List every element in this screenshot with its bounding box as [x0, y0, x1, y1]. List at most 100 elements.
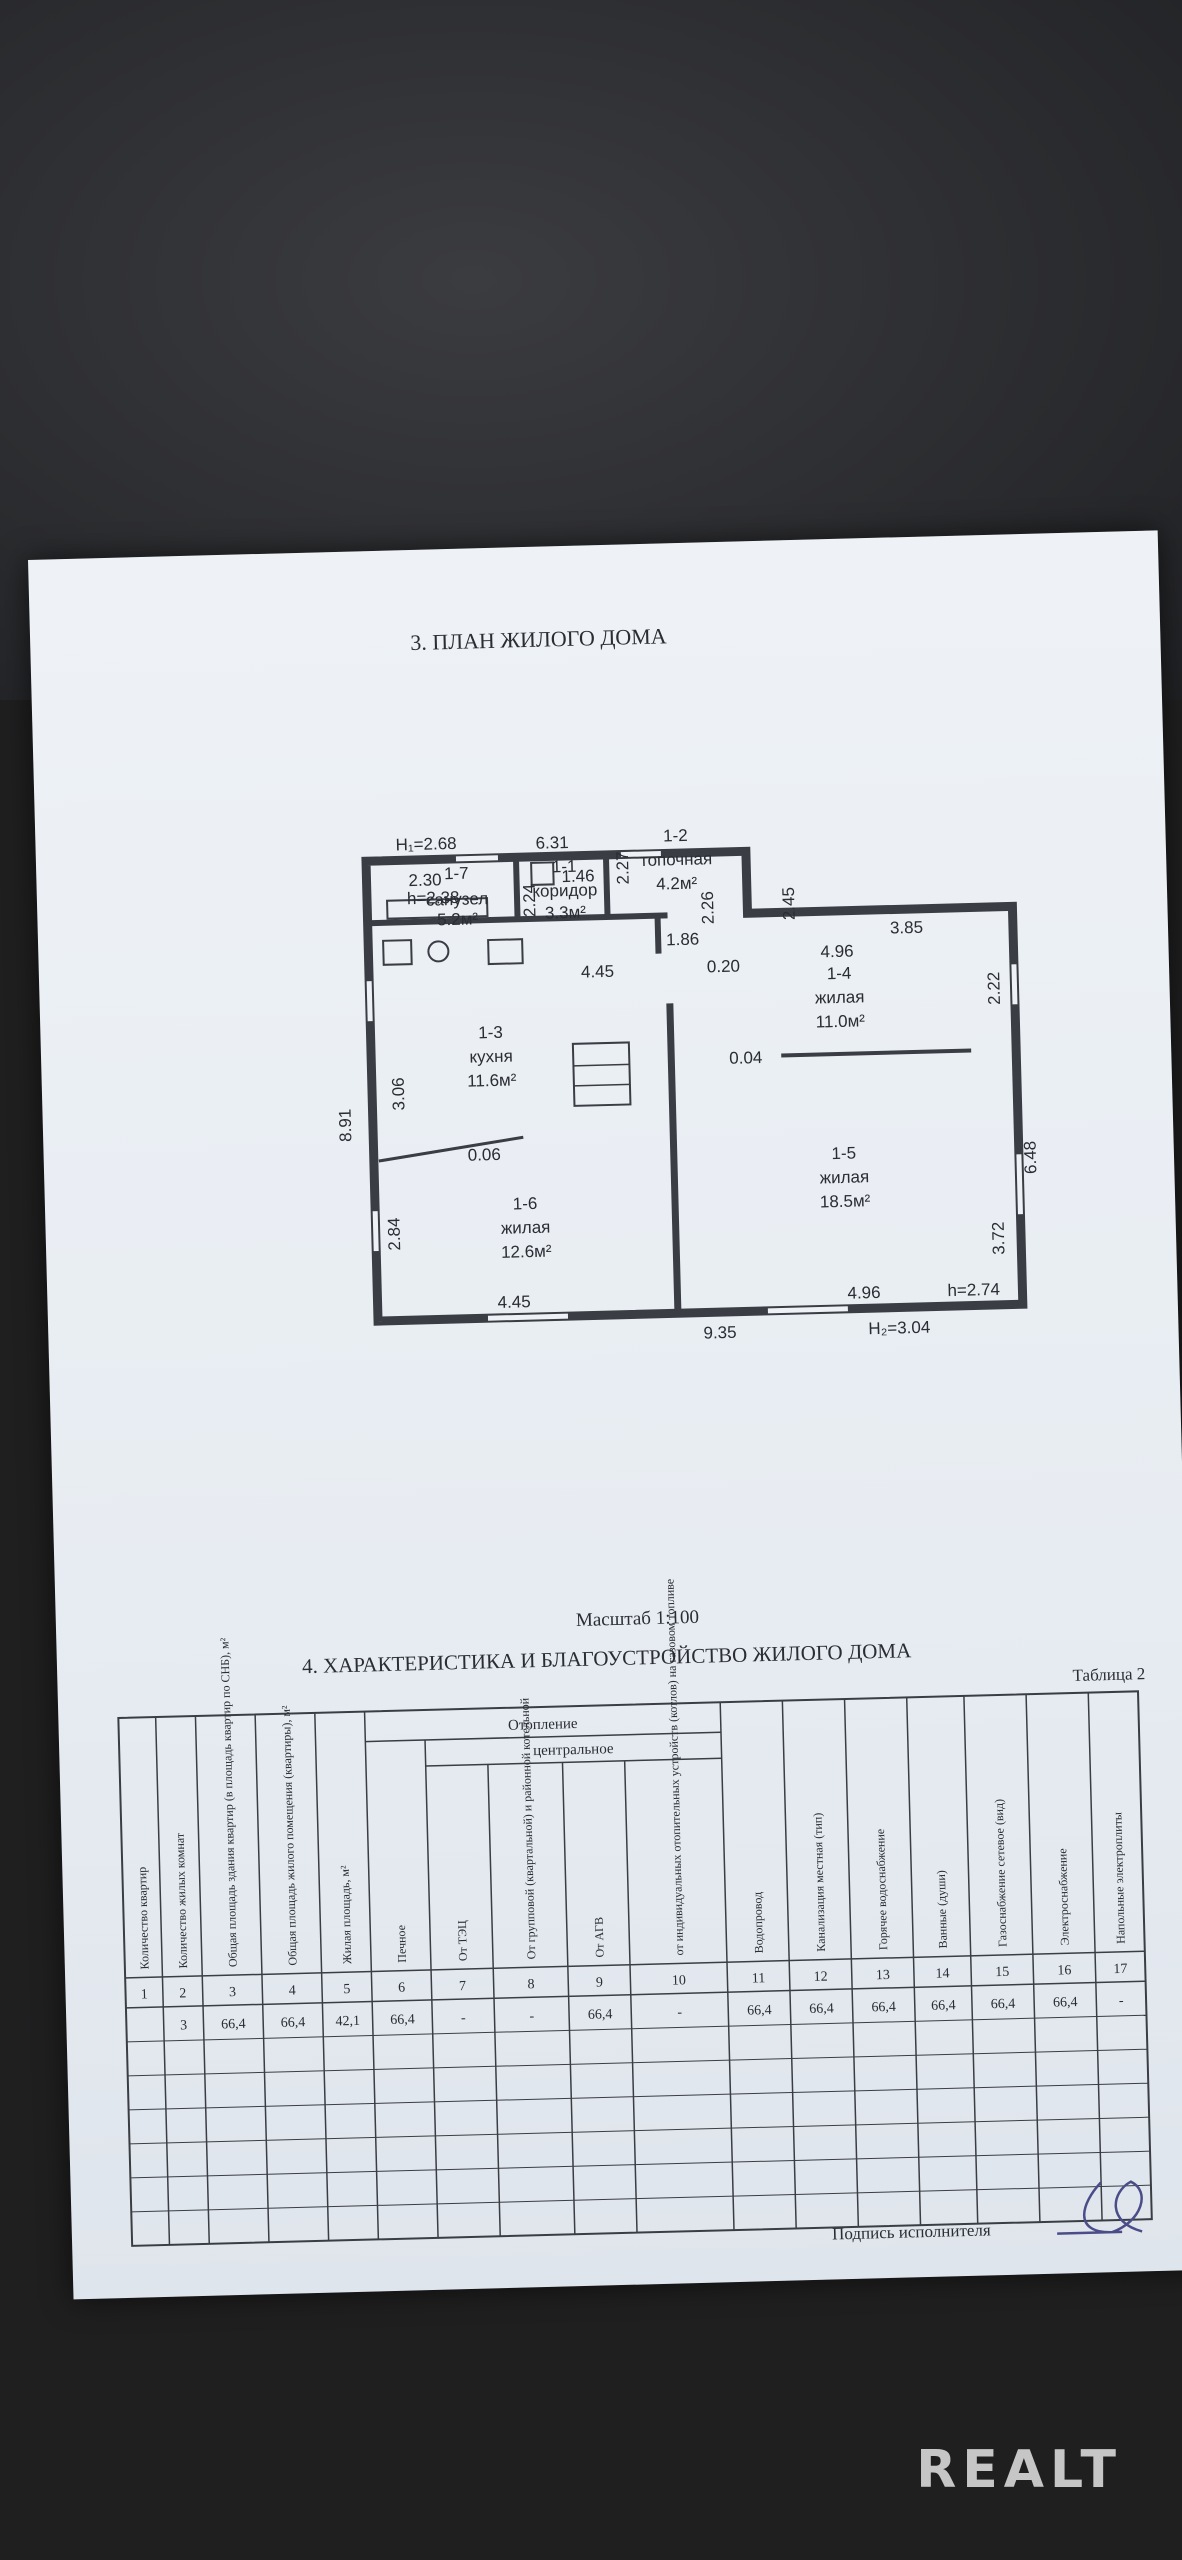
table-column-number: 8	[527, 1977, 534, 1992]
table-column-number: 1	[141, 1987, 148, 2002]
dim-4-96-top: 4.96	[820, 942, 854, 962]
dim-4-45-bottom: 4.45	[497, 1292, 531, 1312]
central-group-line	[425, 1757, 722, 1767]
table-column-number: 12	[814, 1970, 828, 1985]
table-column-number: 2	[179, 1986, 186, 2001]
room-area: 5.2м²	[437, 909, 479, 929]
table-header-cell: Электроснабжение	[1055, 1848, 1072, 1945]
window-bottom-2	[767, 1306, 848, 1314]
table-header-cell: Жилая площадь, м²	[338, 1865, 355, 1964]
room-area: 18.5м²	[820, 1191, 871, 1211]
dim-2-22: 2.22	[984, 972, 1004, 1006]
column-line	[719, 1702, 735, 2231]
table-data-cell: -	[677, 2005, 682, 2020]
room-1-6: 1-6 жилая 12.6м²	[501, 1194, 552, 1262]
document-sheet: 3. ПЛАН ЖИЛОГО ДОМА	[28, 530, 1182, 2300]
plan-dimensions: H₁=2.68 6.31 2.30 h=2.38 1.46 2.27 2.45 …	[335, 833, 1041, 1343]
table-column-number: 13	[876, 1968, 890, 1983]
table-column-number: 4	[289, 1983, 296, 1998]
window-right-2	[1016, 1154, 1023, 1215]
table-data-cell: 66,4	[588, 2007, 613, 2023]
window-top-2	[620, 851, 661, 858]
column-line	[363, 1711, 380, 2240]
dim-3-06: 3.06	[389, 1077, 409, 1111]
dim-6-31: 6.31	[535, 833, 569, 853]
room-number: 1-1	[552, 857, 577, 877]
table-header-cell: Горячее водоснабжение	[873, 1829, 890, 1951]
table-header-cell: Количество жилых комнат	[173, 1832, 191, 1969]
column-line	[314, 1712, 330, 2241]
dim-2-27: 2.27	[613, 851, 633, 885]
dim-4-96-bottom: 4.96	[847, 1283, 881, 1303]
table-data-cell: 66,4	[809, 2001, 834, 2017]
column-line	[254, 1714, 270, 2243]
column-line	[194, 1715, 211, 2244]
dim-9-35: 9.35	[703, 1323, 737, 1343]
room-number: 1-5	[831, 1144, 856, 1164]
column-line	[424, 1739, 439, 2238]
document-svg: 3. ПЛАН ЖИЛОГО ДОМА	[117, 623, 1153, 2247]
row-line	[131, 2184, 1151, 2213]
table-header-cell: От ТЭЦ	[455, 1920, 470, 1962]
column-line	[963, 1695, 979, 2224]
room-1-5: 1-5 жилая 18.5м²	[819, 1144, 871, 1212]
table-header-cell: Общая площадь жилого помещения (квартиры…	[279, 1705, 300, 1966]
table-data-cell: -	[529, 2009, 534, 2024]
room-number: 1-6	[512, 1194, 537, 1214]
table-data-cell: 66,4	[991, 1997, 1016, 2013]
dim-6-48: 6.48	[1021, 1141, 1041, 1175]
dim-2-84: 2.84	[384, 1217, 404, 1251]
table-data-cell: 66,4	[281, 2015, 306, 2031]
column-line	[905, 1697, 922, 2226]
table-border	[117, 1690, 1153, 2247]
dim-1-46: 1.46	[561, 866, 595, 886]
dim-h-bottom: H₂=3.04	[868, 1318, 930, 1339]
table-data-cell: 66,4	[931, 1998, 956, 2014]
room-area: 3.3м²	[545, 903, 587, 923]
wall-middle	[666, 1003, 682, 1314]
dim-3-85: 3.85	[890, 918, 924, 938]
room-name: топочная	[640, 849, 713, 870]
wall-upper-block	[367, 912, 668, 927]
table-header-cell: Газоснабжение сетевое (вид)	[992, 1799, 1010, 1947]
room-1-3: 1-3 кухня 11.6м²	[467, 1023, 517, 1091]
row-line	[130, 2150, 1151, 2179]
table-column-number: 17	[1113, 1962, 1127, 1977]
dim-3-72: 3.72	[989, 1221, 1009, 1255]
column-line	[487, 1764, 501, 2237]
table-column-number: 11	[752, 1971, 766, 1986]
table-column-number: 16	[1057, 1963, 1071, 1978]
table-header-cell: Общая площадь здания квартир (в площадь …	[217, 1637, 240, 1967]
table-data-cell: 66,4	[747, 2003, 772, 2019]
room-name: жилая	[815, 987, 865, 1007]
dim-2-30: 2.30	[408, 870, 442, 890]
wall-sanuzel-corridor	[512, 857, 521, 920]
table-header-cell: От групповой (квартальной) и районной ко…	[517, 1697, 538, 1959]
table-header-cell: Ванные (души)	[934, 1870, 950, 1949]
window-top	[455, 855, 499, 862]
heating-group-label: Отопление	[508, 1716, 578, 1734]
table-column-number: 5	[343, 1982, 350, 1997]
room-1-4: 1-4 жилая 11.0м²	[815, 964, 866, 1032]
room-area: 4.2м²	[656, 874, 698, 894]
boiler	[530, 861, 555, 886]
bathtub	[386, 897, 489, 920]
table-data-cell: 66,4	[1053, 1995, 1078, 2011]
dim-4-45-top: 4.45	[581, 962, 615, 982]
section-4-title: 4. ХАРАКТЕРИСТИКА И БЛАГОУСТРОЙСТВО ЖИЛО…	[302, 1638, 913, 1678]
table-data-cell: -	[1119, 1994, 1124, 2009]
dim-2-26: 2.26	[698, 891, 718, 925]
table-data-cell: 3	[180, 2018, 187, 2033]
outer-wall	[361, 846, 1028, 1326]
column-line	[1025, 1694, 1041, 2223]
central-group-label: центральное	[533, 1741, 614, 1759]
dim-h-top: H₁=2.68	[395, 834, 457, 855]
window-right	[1011, 964, 1018, 1005]
stair	[571, 1041, 632, 1107]
room-area: 11.0м²	[816, 1011, 866, 1031]
column-line	[843, 1698, 860, 2227]
room-number: 1-7	[444, 864, 469, 884]
room-1-7: 1-7 санузел 5.2м²	[426, 864, 489, 930]
